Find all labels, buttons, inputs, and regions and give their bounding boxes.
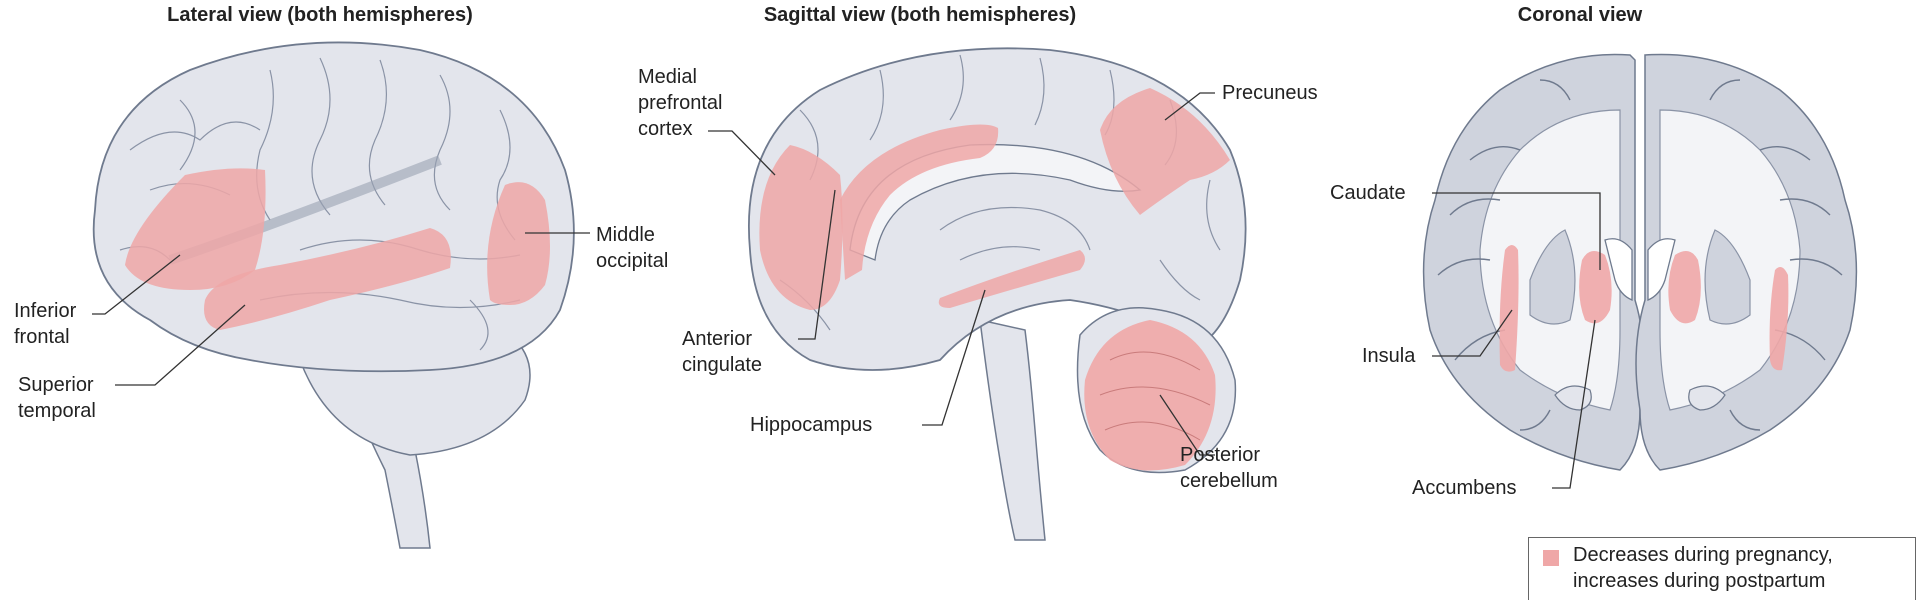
legend-text: Decreases during pregnancy, increases du… xyxy=(1573,544,1833,592)
posterior-cerebellum-leader xyxy=(1159,394,1215,456)
posterior-cerebellum-region xyxy=(1084,320,1216,471)
hippocampus-region xyxy=(938,250,1085,308)
precuneus-label: Precuneus xyxy=(1222,82,1318,104)
medial-prefrontal-region xyxy=(759,145,843,310)
anterior-cingulate-region xyxy=(840,124,999,280)
medial-prefrontal-label: Medial prefrontal cortex xyxy=(638,66,723,140)
caudate-label: Caudate xyxy=(1330,182,1406,204)
superior-temporal-label: Superior temporal xyxy=(18,374,96,422)
insula-leader xyxy=(1432,309,1513,357)
inferior-frontal-region xyxy=(125,168,266,290)
hippocampus-leader xyxy=(922,289,986,426)
coronal-brain-illustration xyxy=(1422,53,1858,489)
right-caudate-region xyxy=(1668,251,1701,324)
coronal-panel: Coronal view xyxy=(1320,0,1920,600)
posterior-cerebellum-label: Posterior cerebellum xyxy=(1180,444,1278,492)
insula-label: Insula xyxy=(1362,345,1416,367)
legend-swatch xyxy=(1543,550,1559,566)
caudate-leader xyxy=(1432,192,1601,270)
sagittal-brain-illustration xyxy=(708,47,1247,541)
right-insula-region xyxy=(1769,266,1789,371)
sagittal-view-title: Sagittal view (both hemispheres) xyxy=(763,4,1077,26)
sagittal-brainstem xyxy=(979,319,1046,541)
precuneus-leader xyxy=(1164,92,1215,121)
left-caudate-region xyxy=(1579,251,1612,324)
sagittal-panel: Sagittal view (both hemispheres) xyxy=(638,0,1320,600)
legend-box: Decreases during pregnancy, increases du… xyxy=(1528,537,1916,600)
coronal-view-title: Coronal view xyxy=(1517,4,1643,26)
lateral-panel: Lateral view (both hemispheres) xyxy=(0,0,668,600)
anterior-cingulate-leader xyxy=(798,189,836,340)
inferior-frontal-label: Inferior frontal xyxy=(14,300,77,348)
inferior-frontal-leader xyxy=(92,254,181,315)
superior-temporal-leader xyxy=(115,304,246,386)
precuneus-region xyxy=(1100,88,1230,215)
accumbens-label: Accumbens xyxy=(1412,477,1517,499)
middle-occipital-region xyxy=(487,182,550,305)
accumbens-leader xyxy=(1552,319,1596,489)
lateral-view-title: Lateral view (both hemispheres) xyxy=(167,4,473,26)
anterior-cingulate-label: Anterior cingulate xyxy=(682,328,763,376)
hippocampus-label: Hippocampus xyxy=(750,414,873,436)
superior-temporal-region xyxy=(204,228,451,330)
lateral-brain-illustration xyxy=(92,41,590,549)
left-insula-region xyxy=(1499,245,1519,372)
medial-prefrontal-leader xyxy=(708,130,776,176)
middle-occipital-label: Middle occipital xyxy=(596,224,669,272)
